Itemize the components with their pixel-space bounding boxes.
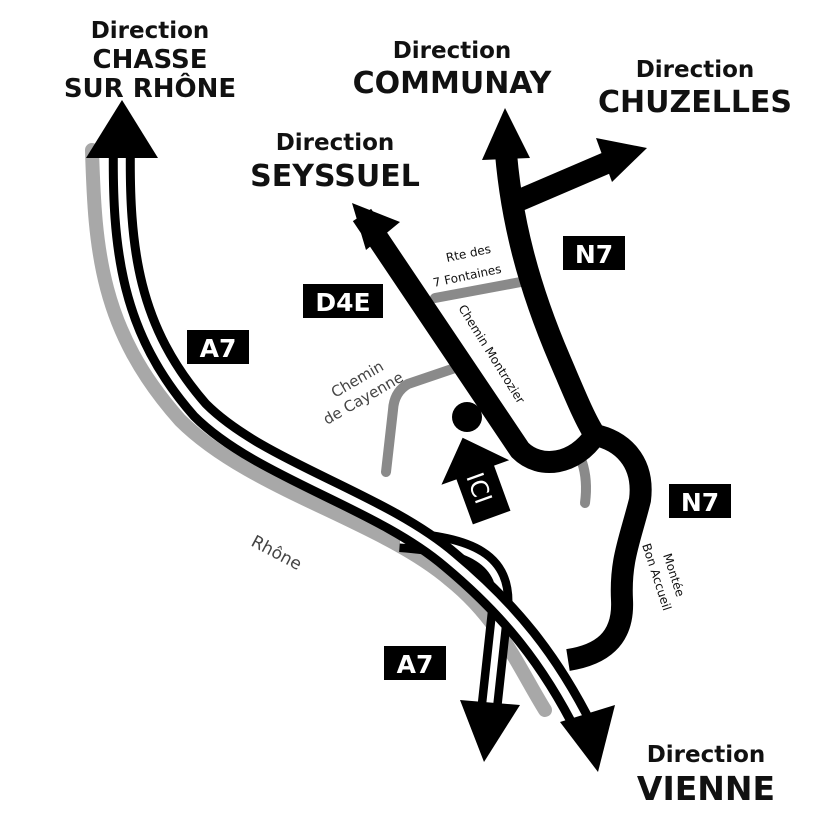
svg-text:SEYSSUEL: SEYSSUEL [250,159,420,194]
rhone-river [85,143,552,717]
arrow-communay-icon [482,108,530,160]
destination-vienne: Direction VIENNE [637,742,775,808]
n7-road [352,139,652,671]
arrow-south-east-icon [560,705,615,772]
svg-text:Direction: Direction [636,57,755,83]
svg-text:D4E: D4E [315,288,370,317]
a7-highway [86,100,615,772]
rte-des-7-fontaines [430,276,531,303]
destination-seyssuel: Direction SEYSSUEL [250,130,420,194]
svg-text:CHASSE: CHASSE [92,45,207,75]
svg-text:A7: A7 [200,334,237,363]
arrow-south-icon [460,700,520,762]
badge-n7-north: N7 [563,236,625,270]
svg-text:N7: N7 [681,488,719,517]
arrow-chuzelles-icon [596,138,647,182]
svg-text:COMMUNAY: COMMUNAY [353,66,553,101]
minor-road-east [577,457,591,508]
destination-chasse-sur-rhone: Direction CHASSE SUR RHÔNE [64,18,236,104]
svg-text:CHUZELLES: CHUZELLES [598,85,792,120]
svg-text:N7: N7 [575,240,613,269]
svg-text:Direction: Direction [91,18,210,44]
badge-n7-south: N7 [669,484,731,518]
arrow-seyssuel-icon [352,203,400,250]
svg-text:Direction: Direction [647,742,766,768]
svg-text:Direction: Direction [276,130,395,156]
badge-a7-north: A7 [187,330,249,364]
svg-text:Direction: Direction [393,38,512,64]
destination-communay: Direction COMMUNAY [353,38,553,101]
svg-text:VIENNE: VIENNE [637,769,775,808]
ici-marker: ICI [441,437,511,525]
badge-d4e: D4E [303,284,383,318]
location-dot [452,402,482,432]
svg-text:SUR RHÔNE: SUR RHÔNE [64,72,236,104]
arrow-north-icon [86,100,158,158]
badge-a7-south: A7 [384,646,446,680]
destination-chuzelles: Direction CHUZELLES [598,57,792,120]
river-label: Rhône [248,532,305,575]
rte-fontaines-label-1: Rte des [445,242,492,265]
chemin-de-cayenne [381,363,460,477]
svg-text:A7: A7 [397,650,434,679]
